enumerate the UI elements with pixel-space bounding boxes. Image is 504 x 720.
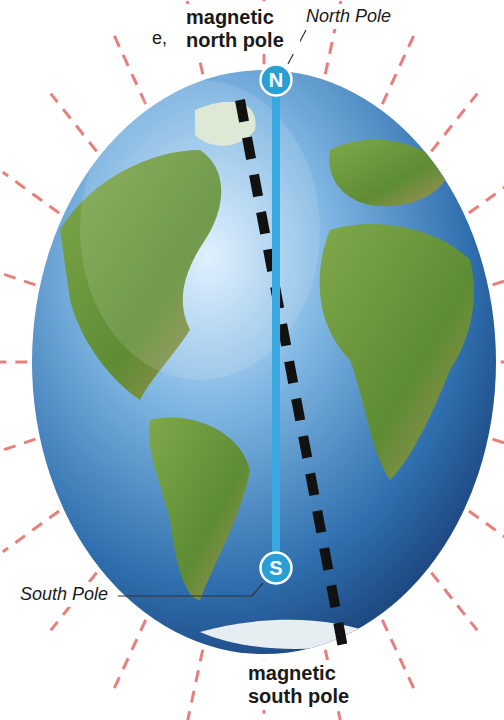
antarctica bbox=[200, 620, 380, 649]
europe bbox=[329, 140, 450, 207]
field-ray bbox=[431, 573, 477, 631]
pole-label: North Pole bbox=[304, 4, 393, 29]
field-ray bbox=[0, 264, 35, 285]
text-fragment: e, bbox=[150, 26, 169, 51]
pole-circle-shape bbox=[261, 65, 292, 96]
field-ray bbox=[3, 511, 59, 552]
field-ray bbox=[469, 511, 504, 552]
pole-label: magnetic south pole bbox=[246, 660, 362, 710]
field-ray bbox=[431, 94, 477, 152]
field-ray bbox=[0, 439, 35, 460]
field-ray bbox=[382, 620, 414, 691]
field-ray bbox=[3, 172, 59, 213]
africa bbox=[320, 224, 474, 480]
pole-marker: N bbox=[259, 63, 293, 97]
globe bbox=[32, 70, 496, 654]
field-ray bbox=[469, 172, 504, 213]
field-ray bbox=[186, 650, 203, 720]
south-america bbox=[149, 417, 250, 600]
leader-line bbox=[118, 583, 263, 596]
asia bbox=[420, 118, 500, 203]
pole-label: magnetic north pole bbox=[184, 4, 300, 54]
magnetic-axis bbox=[240, 100, 343, 648]
field-ray bbox=[382, 33, 414, 104]
geographic-axis bbox=[272, 97, 280, 551]
pole-circle-shape bbox=[261, 553, 292, 584]
pole-letter: S bbox=[269, 557, 282, 579]
field-ray bbox=[0, 361, 27, 364]
field-ray bbox=[493, 264, 504, 285]
field-ray bbox=[493, 439, 504, 460]
field-ray bbox=[501, 361, 504, 364]
field-ray bbox=[51, 94, 97, 152]
pole-marker: S bbox=[259, 551, 293, 585]
pole-label: South Pole bbox=[18, 582, 110, 607]
field-ray bbox=[113, 620, 145, 691]
pole-letter: N bbox=[269, 69, 283, 91]
field-ray bbox=[113, 33, 145, 104]
